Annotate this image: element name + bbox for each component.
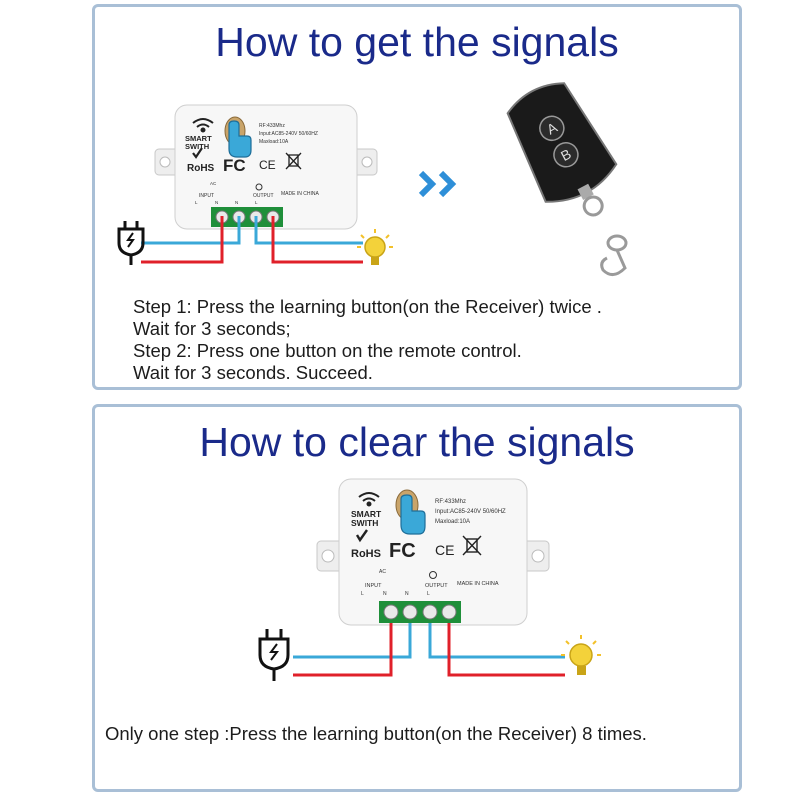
wire-neutral-in (141, 216, 241, 245)
step-line-3: Step 2: Press one button on the remote c… (133, 340, 522, 361)
brand-line2: SWITH (351, 518, 378, 528)
output-label: OUTPUT (253, 193, 274, 199)
terminal-label-3: N (405, 591, 409, 597)
hand-press-icon (400, 494, 426, 535)
weee-bin-icon (285, 152, 302, 170)
wire-live-out (271, 216, 363, 264)
wifi-icon (358, 492, 380, 507)
wire-live-out (447, 623, 565, 677)
output-label: OUTPUT (425, 583, 448, 589)
plug-icon (258, 629, 290, 681)
brand-line1: SMART (351, 509, 382, 519)
wiring-diagram (258, 623, 601, 681)
terminal-label-2: N (215, 200, 218, 205)
terminal-label-1: L (195, 200, 198, 205)
spec-input: Input:AC85-240V 50/60HZ (435, 509, 506, 515)
spec-rf: RF:433Mhz (435, 499, 466, 505)
terminal-label-4: L (255, 200, 258, 205)
step-line-2: Wait for 3 seconds; (133, 318, 291, 339)
plug-icon (117, 221, 145, 265)
clear-step-text: Only one step :Press the learning button… (105, 723, 647, 744)
terminal-label-1: L (361, 591, 364, 597)
ac-label: AC (379, 569, 386, 575)
brand-line1: SMART (185, 134, 212, 143)
rohs-mark: RoHS (187, 163, 215, 174)
terminal-label-4: L (427, 591, 430, 597)
ce-mark: CE (259, 158, 276, 172)
wifi-icon (192, 118, 214, 133)
fc-mark: FC (223, 156, 246, 175)
rohs-check-icon (192, 147, 203, 159)
wire-neutral-out (254, 216, 363, 245)
wire-neutral-in (293, 623, 412, 659)
fc-mark: FC (389, 540, 416, 562)
rohs-check-icon (355, 529, 368, 543)
receiver-device: SMART SWITH RF:433Mhz Input:AC85-240V 50… (154, 104, 378, 230)
brand-line2: SWITH (185, 142, 209, 151)
terminal-label-2: N (383, 591, 387, 597)
input-label: INPUT (365, 583, 382, 589)
made-in-label: MADE IN CHINA (457, 581, 499, 587)
ac-label: AC (210, 181, 217, 186)
remote-control-icon: A B (506, 82, 628, 276)
spec-input: Input:AC85-240V 50/60HZ (259, 131, 318, 137)
weee-bin-icon (462, 535, 482, 556)
spec-load: Maxload:10A (259, 139, 289, 145)
input-label: INPUT (199, 193, 214, 199)
hand-press-icon (228, 120, 252, 158)
terminal-block (379, 601, 461, 623)
wiring-diagram (117, 170, 457, 265)
wire-live-in (293, 623, 393, 677)
arrow-right-icon (418, 170, 457, 198)
panel-title: How to clear the signals (199, 419, 635, 465)
rohs-mark: RoHS (351, 548, 381, 560)
bulb-icon (357, 229, 393, 265)
made-in-label: MADE IN CHINA (281, 191, 319, 197)
receiver-body (338, 478, 528, 626)
step-line-1: Step 1: Press the learning button(on the… (133, 296, 602, 317)
receiver-device: SMART SWITH RF:433Mhz Input:AC85-240V 50… (316, 478, 550, 626)
panel-title: How to get the signals (215, 19, 619, 65)
wire-live-in (141, 216, 224, 264)
step-line-4: Wait for 3 seconds. Succeed. (133, 362, 373, 383)
receiver-body (174, 104, 358, 230)
terminal-label-3: N (235, 200, 238, 205)
panel-clear-signals: How to clear the signals SMART SWITH RF:… (92, 404, 742, 792)
terminal-block (211, 207, 283, 227)
ce-mark: CE (435, 542, 454, 558)
bulb-icon (561, 635, 601, 675)
spec-load: Maxload:10A (435, 519, 470, 525)
wire-neutral-out (428, 623, 565, 659)
spec-rf: RF:433Mhz (259, 123, 285, 129)
panel-get-signals: How to get the signals SMART SWITH RF:43… (92, 4, 742, 390)
